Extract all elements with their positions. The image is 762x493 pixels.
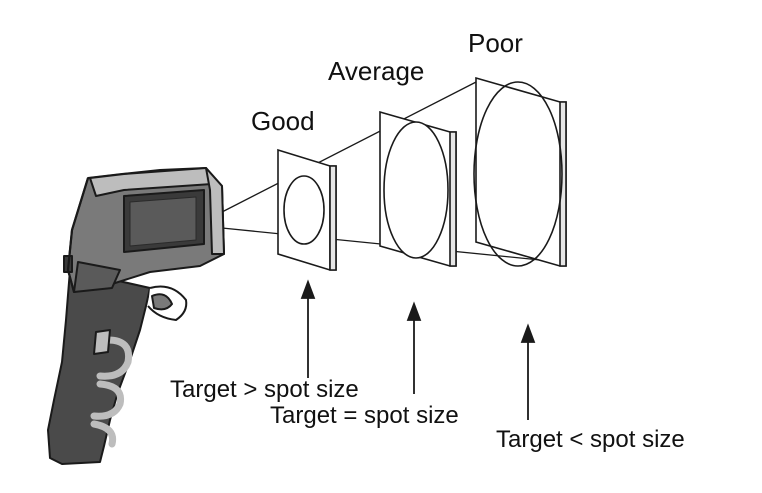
- arrow-good-head: [300, 279, 316, 299]
- button-slot: [93, 329, 111, 355]
- label-good: Good: [251, 106, 315, 136]
- label-target-greater: Target > spot size: [170, 376, 359, 403]
- arrow-poor-head: [520, 323, 536, 343]
- trigger: [151, 293, 173, 311]
- target-panel-poor: [473, 76, 567, 267]
- side-panel: [73, 261, 121, 293]
- spot-circle-good: [283, 175, 325, 245]
- rear-edge: [66, 177, 90, 293]
- label-target-equal: Target = spot size: [270, 402, 459, 429]
- spot-circle-average: [383, 121, 449, 259]
- label-target-less: Target < spot size: [496, 426, 685, 453]
- screen-glare: [129, 196, 197, 247]
- grip-texture: [90, 336, 133, 448]
- target-panel-good: [277, 148, 337, 271]
- arrow-average-head: [406, 301, 422, 321]
- gun-grip: [47, 269, 151, 465]
- label-average: Average: [328, 56, 425, 86]
- beam-upper-line: [221, 79, 481, 213]
- target-panel-average: [379, 110, 457, 267]
- label-poor: Poor: [468, 28, 523, 58]
- pointer-arrows: [300, 279, 536, 420]
- infrared-thermometer-icon: [47, 167, 225, 465]
- spot-circle-poor: [473, 81, 563, 267]
- lens-nose: [205, 167, 225, 255]
